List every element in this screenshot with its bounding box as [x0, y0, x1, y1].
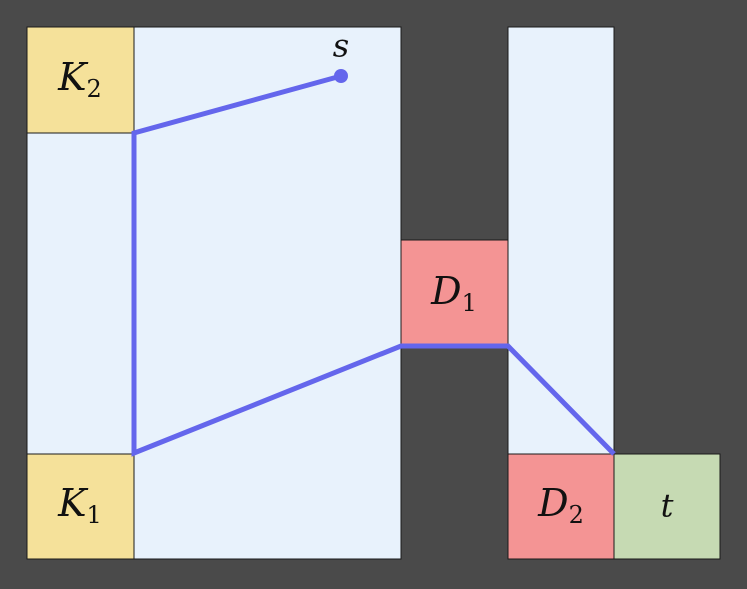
cell-k1: [26, 453, 135, 560]
cell-d2-label: D2: [537, 481, 584, 529]
cell-t: [613, 453, 721, 560]
free-space-right-edge: [720, 27, 747, 454]
free-space-right: [507, 26, 615, 455]
cell-k2-label: K2: [57, 55, 102, 103]
path-line: [131, 73, 616, 457]
cell-k2: [26, 26, 135, 134]
start-label: s: [333, 27, 349, 65]
start-point: [334, 69, 348, 83]
cell-t-label: t: [661, 487, 674, 525]
cell-k1-label: K1: [57, 481, 102, 529]
cell-d1: [400, 239, 509, 348]
cell-d1-label: D1: [430, 269, 477, 317]
